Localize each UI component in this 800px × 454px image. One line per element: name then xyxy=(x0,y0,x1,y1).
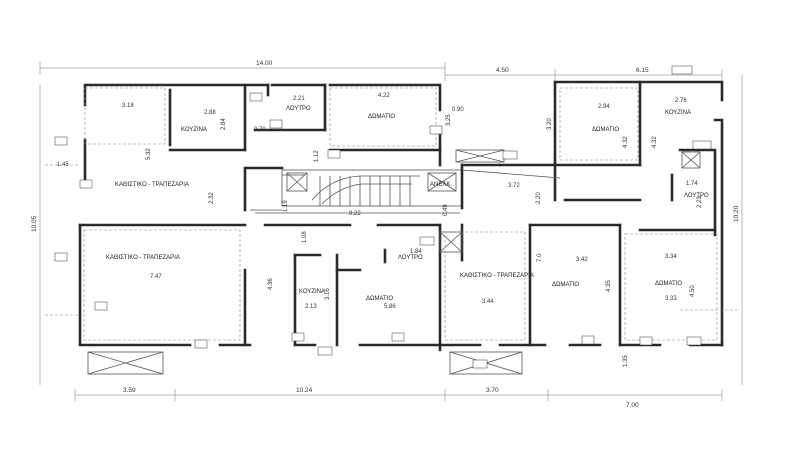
dim-label: 2.23 xyxy=(697,196,703,208)
dim-label: 2.88 xyxy=(204,110,216,116)
dim-label: 4.50 xyxy=(690,285,696,297)
room-label: ΔΩΜΑΤΙΟ xyxy=(368,114,395,120)
dim-label: 4.35 xyxy=(606,280,612,292)
room-label: ΚΑΘΙΣΤΙΚΟ - ΤΡΑΠΕΖΑΡΙΑ xyxy=(460,273,534,279)
dim-label: 4.32 xyxy=(623,136,629,148)
room-label: ΛΟΥΤΡΟ xyxy=(684,193,709,199)
dim-label: 6.15 xyxy=(636,67,649,74)
room-label: ΔΩΜΑΤΙΟ xyxy=(655,281,682,287)
dim-label: 4.32 xyxy=(652,136,658,148)
dim-label: 3.25 xyxy=(446,114,452,126)
room-label: ΚΟΥΖΙΝΑ xyxy=(181,127,207,133)
room-label: ΚΑΘΙΣΤΙΚΟ - ΤΡΑΠΕΖΑΡΙΑ xyxy=(106,255,180,261)
dim-label: 3.33 xyxy=(665,296,677,302)
dim-label: 2.21 xyxy=(293,96,305,102)
dim-label: 0.49 xyxy=(443,204,449,216)
room-label: ΔΩΜΑΤΙΟ xyxy=(592,127,619,133)
dimension-lines xyxy=(39,62,743,401)
detail-lines xyxy=(45,87,740,375)
dim-label: 2.20 xyxy=(536,192,542,204)
room-label: ΛΟΥΤΡΟ xyxy=(286,106,311,112)
dim-label: 1.08 xyxy=(302,231,308,243)
dim-label: 2.32 xyxy=(209,192,215,204)
level-tags xyxy=(54,65,712,369)
dim-label: 10.20 xyxy=(733,205,740,222)
dim-label: 2.94 xyxy=(598,104,610,110)
room-label: ΔΩΜΑΤΙΟ xyxy=(552,282,579,288)
dim-label: 10.24 xyxy=(296,387,313,394)
dim-label: 3.59 xyxy=(123,387,136,394)
dim-label: 3.34 xyxy=(665,254,677,260)
dim-label: 2.13 xyxy=(305,304,317,310)
room-label: ΚΑΘΙΣΤΙΚΟ - ΤΡΑΠΕΖΑΡΙΑ xyxy=(115,182,189,188)
room-label: ΔΩΜΑΤΙΟ xyxy=(366,296,393,302)
dim-label: 3.42 xyxy=(576,257,588,263)
dim-label: 7.00 xyxy=(626,402,639,409)
room-labels: ΚΟΥΖΙΝΑ ΚΑΘΙΣΤΙΚΟ - ΤΡΑΠΕΖΑΡΙΑ ΛΟΥΤΡΟ ΔΩ… xyxy=(106,106,709,302)
dim-label: 7.0 xyxy=(537,253,543,262)
dim-label: 3.70 xyxy=(486,387,499,394)
room-label: ΛΟΥΤΡΟ xyxy=(398,255,423,261)
dim-label: 7.47 xyxy=(150,274,162,280)
dim-label: 4.22 xyxy=(378,93,390,99)
dim-label: 1.45 xyxy=(57,162,69,168)
room-label: ΑΝΕΛΚ. xyxy=(430,182,452,188)
dim-label: 3.16 xyxy=(325,288,331,300)
dim-label: 0.70 xyxy=(254,127,266,133)
dim-label: 1.12 xyxy=(314,150,320,162)
dimension-labels: 14.00 4.50 6.15 10.05 10.20 3.59 10.24 3… xyxy=(31,60,740,409)
dim-label: 1.19 xyxy=(283,200,289,212)
room-label: ΚΟΥΖΙΝΑ xyxy=(299,289,325,295)
dim-label: 1.74 xyxy=(686,181,698,187)
dim-label: 2.76 xyxy=(675,98,687,104)
dim-label: 3.44 xyxy=(482,299,494,305)
walls xyxy=(78,80,724,352)
room-label: ΚΟΥΖΙΝΑ xyxy=(665,110,691,116)
dim-label: 14.00 xyxy=(256,60,273,67)
dim-label: 9.22 xyxy=(349,211,361,217)
dim-label: 3.20 xyxy=(547,118,553,130)
dim-label: 1.35 xyxy=(623,355,629,367)
dim-label: 10.05 xyxy=(31,215,38,232)
dim-label: 4.36 xyxy=(268,278,274,290)
dim-label: 3.18 xyxy=(122,103,134,109)
dim-label: 1.84 xyxy=(410,249,422,255)
dim-label: 5.32 xyxy=(146,148,152,160)
dim-label: 3.72 xyxy=(508,183,520,189)
dim-label: 4.50 xyxy=(496,67,509,74)
dim-label: 2.84 xyxy=(221,118,227,130)
dim-label: 0.90 xyxy=(452,107,464,113)
dim-label: 5.86 xyxy=(384,304,396,310)
